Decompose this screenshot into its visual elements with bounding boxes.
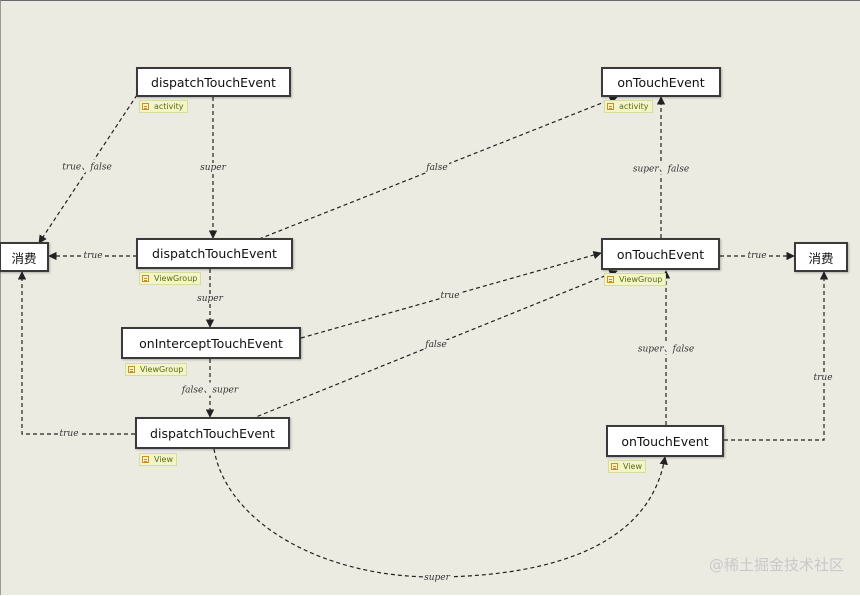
viewgroup-ontouch-note: ViewGroup [604, 273, 667, 286]
edge-label: true [812, 373, 834, 383]
note-label: ViewGroup [140, 365, 184, 374]
edge-view-super [213, 448, 668, 578]
viewgroup-dispatch-note: ViewGroup [139, 272, 202, 285]
note-label: ViewGroup [619, 275, 663, 284]
note-label: View [154, 455, 173, 464]
viewgroup-intercept-note: ViewGroup [125, 363, 188, 376]
edge-label: false、super [180, 382, 240, 396]
viewgroup-dispatch-node[interactable]: dispatchTouchEvent [136, 238, 293, 269]
note-icon [142, 456, 149, 463]
view-ontouch-note: View [608, 460, 646, 473]
edge-label: false [424, 340, 448, 350]
note-icon [607, 103, 614, 110]
note-label: activity [154, 102, 184, 111]
note-label: ViewGroup [154, 274, 198, 283]
view-dispatch-note: View [139, 453, 177, 466]
view-ontouch-node[interactable]: onTouchEvent [606, 425, 724, 457]
activity-ontouch-note: activity [604, 100, 653, 113]
edge-view-dispatch-to-consume [17, 271, 135, 435]
edge-label: true、false [61, 159, 113, 173]
edge-act-dispatch-to-consume [38, 94, 138, 244]
note-icon [142, 103, 149, 110]
viewgroup-intercept-node[interactable]: onInterceptTouchEvent [121, 327, 301, 359]
note-icon [611, 463, 618, 470]
watermark: @稀土掘金技术社区 [708, 556, 844, 574]
edge-label: true [58, 429, 80, 439]
note-icon [607, 276, 614, 283]
note-label: activity [619, 102, 649, 111]
consume-left-node[interactable]: 消费 [0, 242, 49, 272]
activity-dispatch-note: activity [139, 100, 188, 113]
edge-label: true [746, 251, 768, 261]
note-icon [128, 366, 135, 373]
edge-label: false [425, 163, 449, 173]
viewgroup-ontouch-node[interactable]: onTouchEvent [601, 238, 720, 270]
note-icon [142, 275, 149, 282]
edge-label: super [199, 163, 227, 173]
edge-label: true [439, 291, 461, 301]
activity-dispatch-node[interactable]: dispatchTouchEvent [136, 67, 291, 97]
activity-ontouch-node[interactable]: onTouchEvent [601, 67, 721, 97]
edge-label: super、false [631, 161, 691, 175]
edge-view-ontouch-to-consume [724, 271, 829, 441]
edge-label: true [82, 251, 104, 261]
view-dispatch-node[interactable]: dispatchTouchEvent [135, 417, 290, 449]
edge-label: super、false [636, 341, 696, 355]
note-label: View [623, 462, 642, 471]
consume-right-node[interactable]: 消费 [794, 242, 848, 272]
edge-label: super [423, 573, 451, 583]
edge-label: super [196, 294, 224, 304]
